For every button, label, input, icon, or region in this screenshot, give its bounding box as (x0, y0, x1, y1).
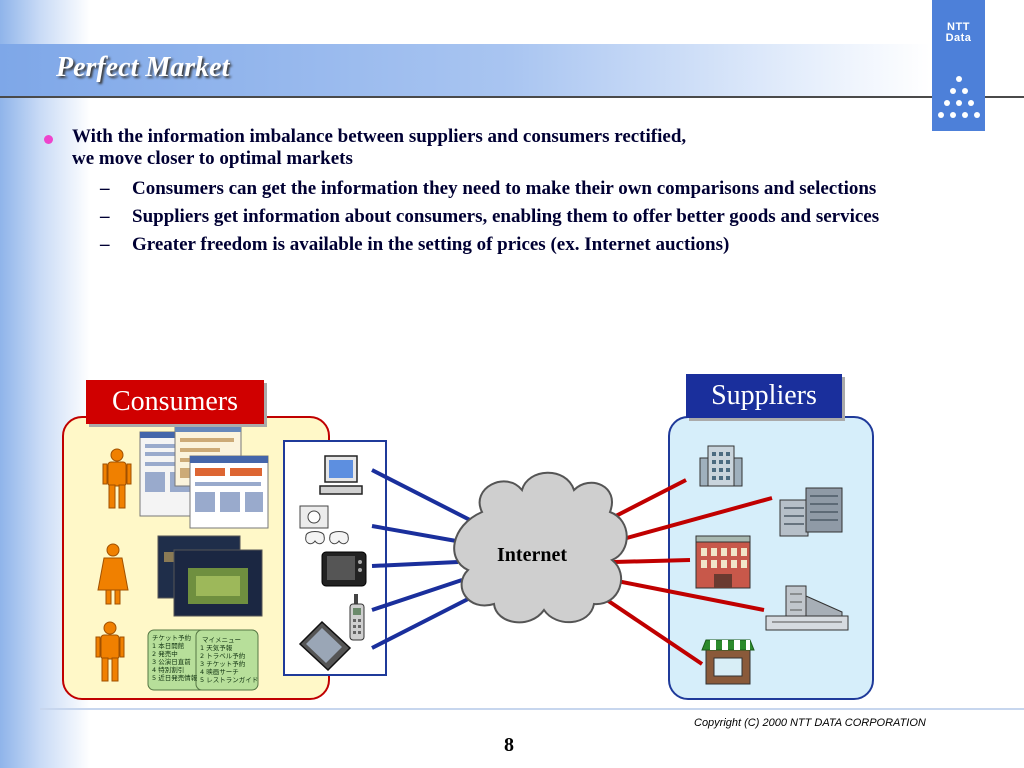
copyright-text: Copyright (C) 2000 NTT DATA CORPORATION (694, 717, 926, 729)
mobile-phone-icon (349, 594, 365, 641)
sub-bullet-text: Consumers can get the information they n… (132, 178, 877, 199)
suppliers-label: Suppliers (686, 374, 842, 418)
logo-line-1: NTT (947, 21, 970, 33)
title-bar (0, 44, 930, 96)
person-icon (95, 621, 125, 682)
phone-left-line: チケット予約 (152, 633, 192, 642)
sub-bullet-suppliers: – Suppliers get information about consum… (44, 206, 974, 228)
sub-bullet-text: Greater freedom is available in the sett… (132, 234, 730, 255)
tv-screens (157, 535, 263, 617)
dash-icon: – (100, 206, 110, 227)
television-icon (321, 551, 367, 587)
bullet-dot-icon (44, 135, 53, 144)
department-store-icon (695, 535, 751, 589)
consumer-connector-lines (371, 468, 471, 650)
phone-right-line: マイメニュー (202, 636, 241, 644)
page-number: 8 (504, 734, 514, 756)
office-tower-icon (699, 445, 743, 487)
phone-left-line: 2 発売中 (152, 649, 178, 658)
logo-wordmark: NTT Data (932, 22, 985, 44)
internet-label: Internet (497, 544, 567, 566)
game-console-icon (299, 505, 349, 545)
phone-left-line: 4 特別割引 (152, 665, 184, 674)
office-block-icon (779, 487, 843, 537)
computer-icon (319, 455, 363, 495)
mobile-phone-screens: チケット予約 1 本日開館 2 発売中 3 公演日直前 4 特別割引 5 近日発… (147, 629, 259, 691)
sub-bullet-text: Suppliers get information about consumer… (132, 206, 880, 227)
phone-left-line: 5 近日発売情報 (152, 673, 198, 682)
consumers-label: Consumers (86, 380, 264, 424)
dash-icon: – (100, 234, 110, 255)
phone-left-line: 3 公演日直前 (152, 657, 191, 666)
sub-bullet-consumers: – Consumers can get the information they… (44, 178, 974, 200)
phone-right-line: 2 トラベル予約 (200, 651, 246, 660)
web-page-screens (139, 425, 269, 529)
internet-cloud-icon (453, 471, 628, 624)
title-underline (0, 96, 1024, 98)
phone-right-line: 1 天気予報 (200, 643, 233, 652)
phone-right-line: 5 レストランガイド (200, 675, 258, 684)
sub-bullet-pricing: – Greater freedom is available in the se… (44, 234, 974, 256)
person-icon (97, 543, 129, 605)
shop-storefront-icon (701, 639, 755, 685)
consumer-figures (95, 448, 132, 682)
main-bullet-line-2: we move closer to optimal markets (72, 148, 353, 169)
supplier-connector-lines (602, 478, 773, 666)
slide-title: Perfect Market (56, 52, 230, 83)
dash-icon: – (100, 178, 110, 199)
phone-right-line: 3 チケット予約 (200, 659, 246, 668)
phone-screen-right (195, 629, 259, 691)
logo-line-2: Data (945, 32, 972, 44)
bullet-list: With the information imbalance between s… (44, 126, 974, 256)
ntt-data-logo: NTT Data (932, 0, 985, 131)
main-bullet: With the information imbalance between s… (44, 126, 974, 170)
phone-left-line: 1 本日開館 (152, 641, 185, 650)
phone-right-line: 4 映画サーチ (200, 667, 239, 676)
person-icon (102, 448, 132, 509)
factory-building-icon (765, 585, 849, 631)
pda-icon (298, 620, 352, 672)
main-bullet-line-1: With the information imbalance between s… (72, 126, 687, 147)
footer-rule (40, 708, 1024, 710)
logo-dots-icon (938, 76, 980, 118)
